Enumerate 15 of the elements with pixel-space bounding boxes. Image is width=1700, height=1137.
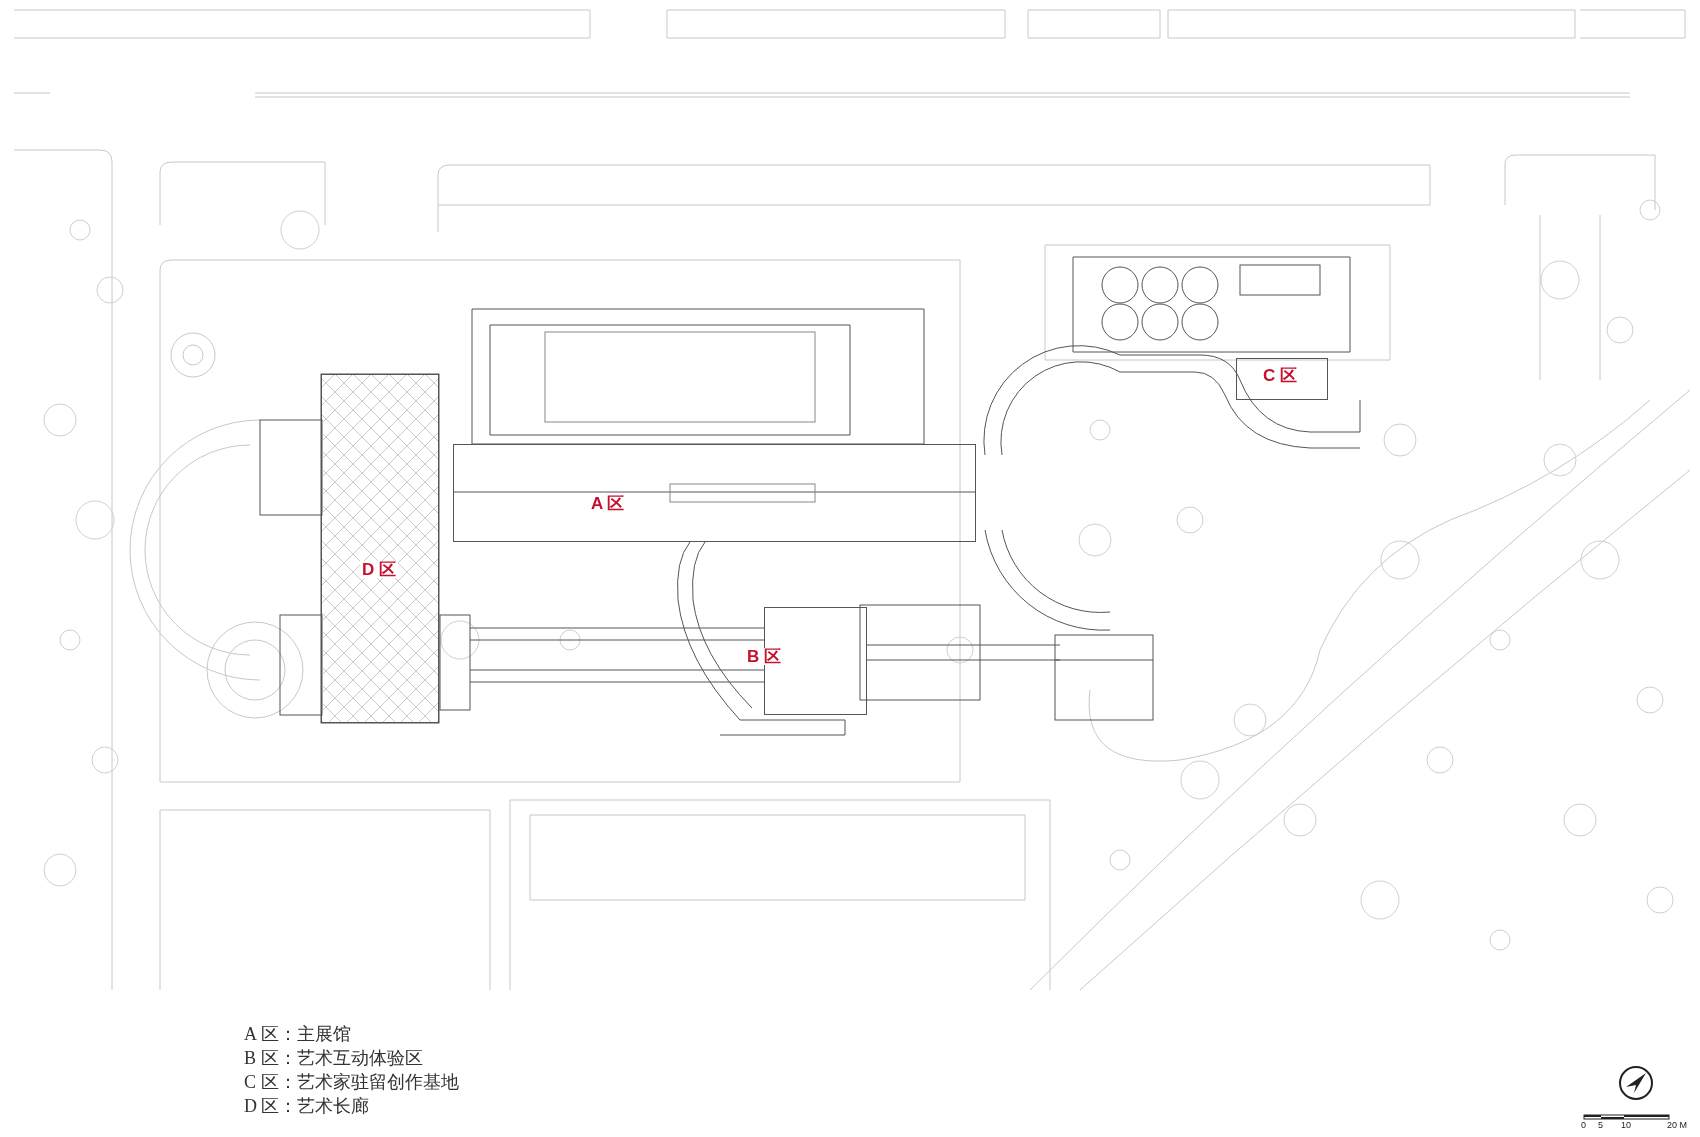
legend-text: A 区：主展馆 <box>244 1023 352 1046</box>
scale-tick-label: 5 <box>1598 1121 1603 1130</box>
legend-text: C 区：艺术家驻留创作基地 <box>244 1071 459 1094</box>
zone-area <box>321 374 439 723</box>
zone-label: D 区 <box>360 561 398 578</box>
zone-label: A 区 <box>589 495 627 512</box>
scale-tick-label: 20 M <box>1667 1121 1687 1130</box>
zone-label: B 区 <box>745 648 783 665</box>
scale-tick-label: 10 <box>1621 1121 1631 1130</box>
zone-label: C 区 <box>1261 367 1299 384</box>
zone-area <box>453 444 976 542</box>
legend-text: B 区：艺术互动体验区 <box>244 1047 424 1070</box>
scale-tick-label: 0 <box>1581 1121 1586 1130</box>
zone-area <box>1236 358 1328 400</box>
legend-text: D 区：艺术长廊 <box>244 1095 371 1118</box>
